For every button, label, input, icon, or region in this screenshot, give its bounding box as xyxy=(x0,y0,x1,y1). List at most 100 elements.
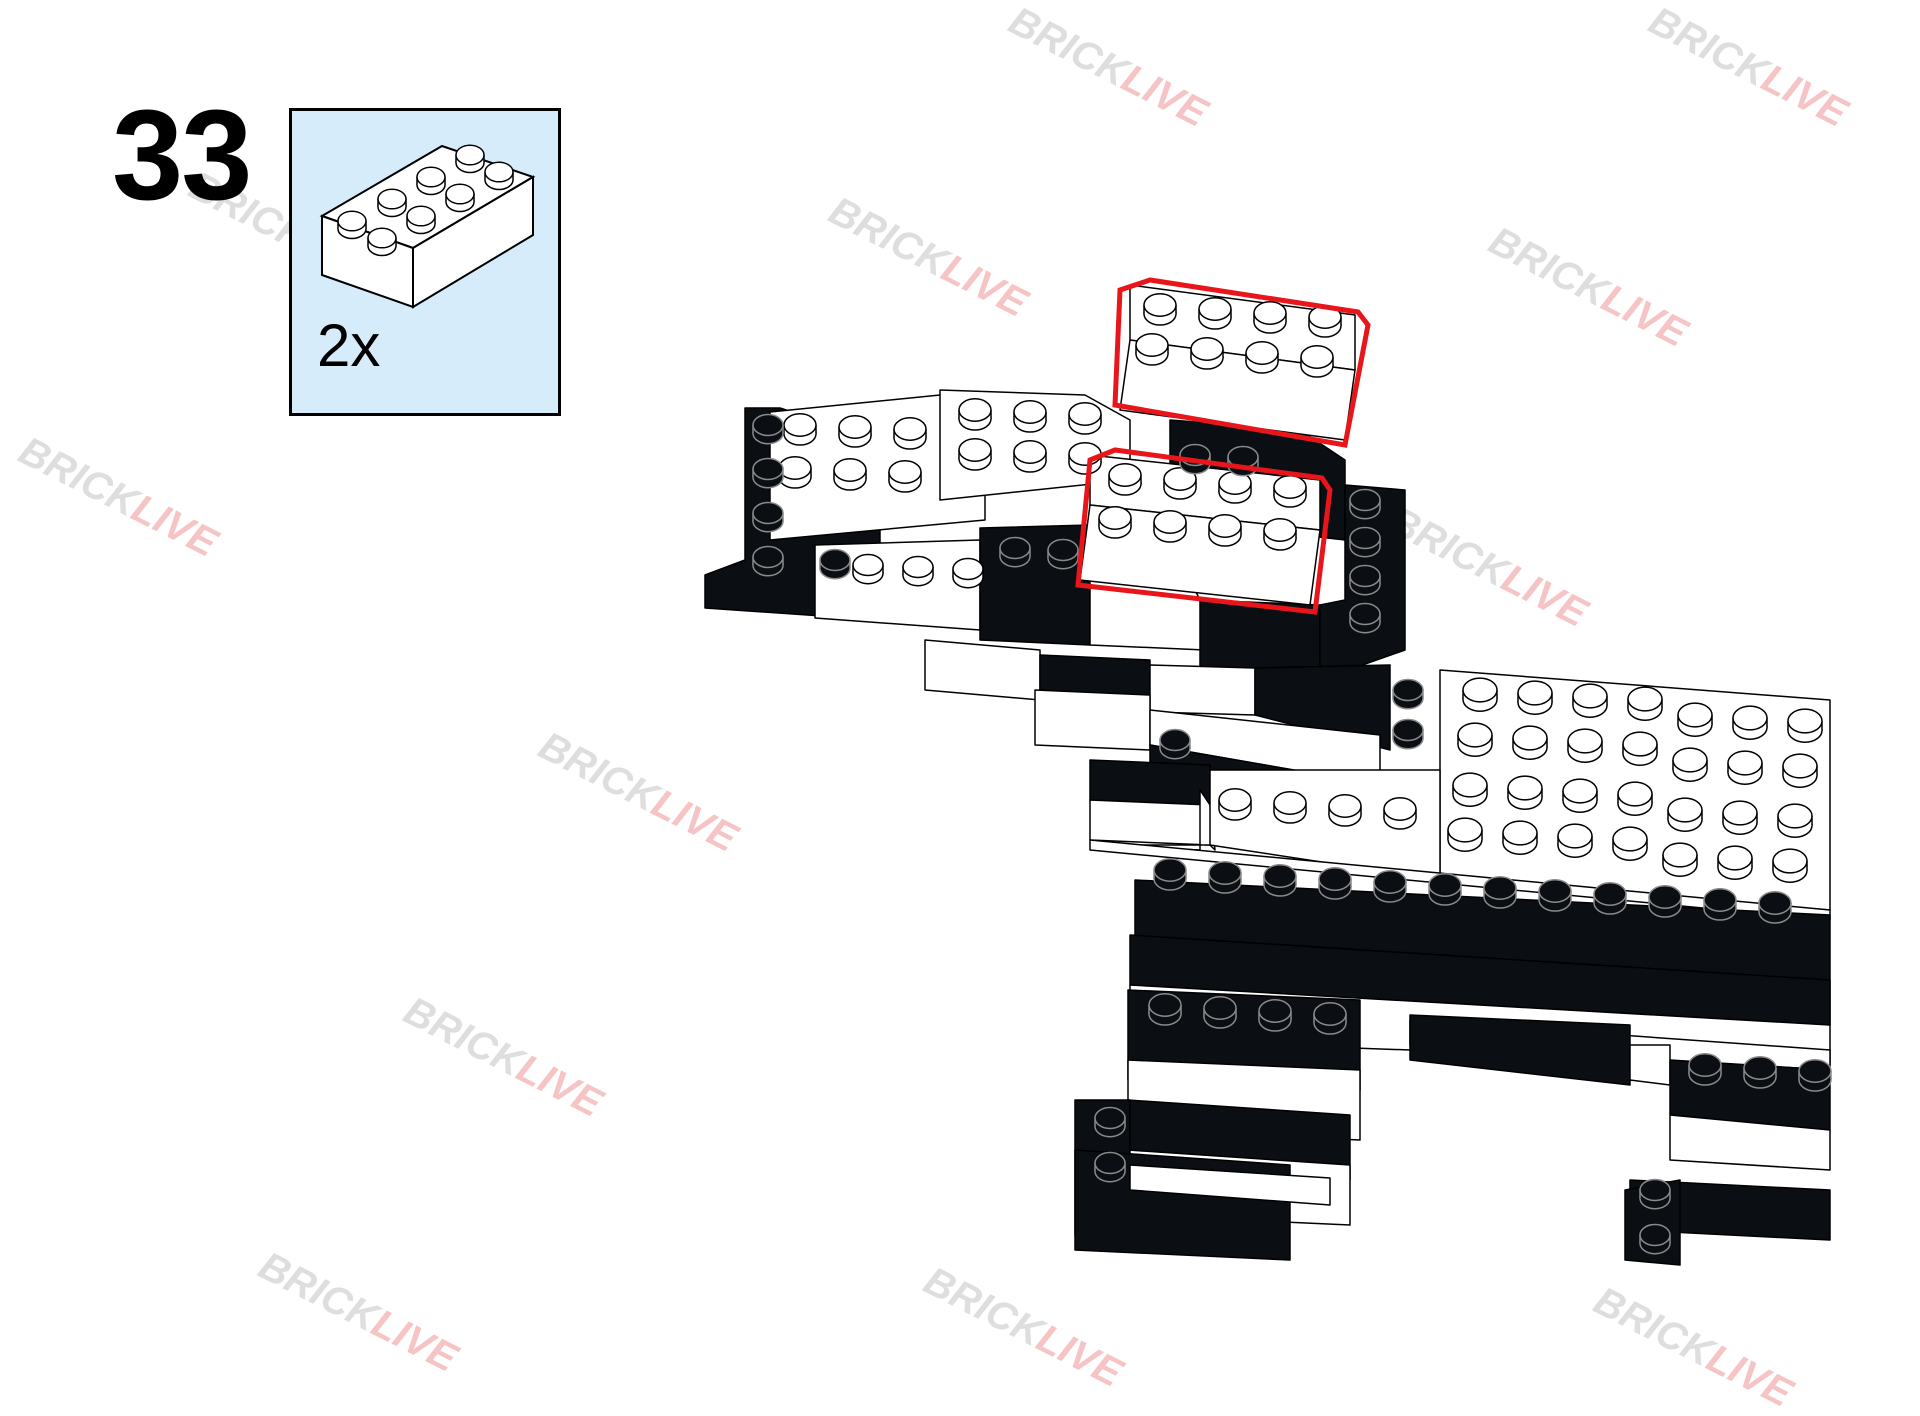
stud xyxy=(1639,1223,1671,1255)
icon-stud xyxy=(445,183,475,213)
stud xyxy=(1688,1053,1722,1086)
stud xyxy=(1273,791,1307,824)
brick-white-small xyxy=(1629,1044,1671,1086)
stud xyxy=(1218,788,1252,821)
stud xyxy=(893,417,927,450)
stud xyxy=(1263,864,1297,897)
stud xyxy=(1308,305,1342,338)
stud xyxy=(1013,400,1047,433)
icon-stud xyxy=(484,161,514,191)
stud xyxy=(833,458,867,491)
stud xyxy=(1758,891,1792,924)
stud xyxy=(1428,873,1462,906)
stud xyxy=(1787,708,1823,743)
stud xyxy=(1452,772,1488,807)
stud xyxy=(1108,463,1142,496)
stud xyxy=(1517,680,1553,715)
brick-white-chin-2 xyxy=(1149,664,1256,716)
stud xyxy=(1798,1059,1832,1092)
stud xyxy=(1743,1056,1777,1089)
stud xyxy=(1772,848,1808,883)
stud xyxy=(1677,702,1713,737)
stud xyxy=(1198,297,1232,330)
parts-callout: 2x xyxy=(289,108,561,416)
stud xyxy=(1483,876,1517,909)
stud xyxy=(1153,510,1187,543)
icon-stud xyxy=(455,144,485,174)
stud xyxy=(1662,842,1698,877)
stud xyxy=(1163,467,1197,500)
brick-2x4-icon xyxy=(319,144,536,309)
stud xyxy=(1159,728,1191,760)
stud xyxy=(1507,775,1543,810)
stud xyxy=(1349,526,1381,558)
stud xyxy=(1313,1002,1347,1035)
icon-stud xyxy=(337,210,367,240)
highlight-outline xyxy=(1112,277,1371,448)
stud xyxy=(1245,341,1279,374)
stud xyxy=(1612,826,1648,861)
stud xyxy=(1373,870,1407,903)
stud xyxy=(752,413,784,445)
stud xyxy=(1013,440,1047,473)
stud xyxy=(1153,858,1187,891)
brick-black-neck-low xyxy=(1089,759,1211,806)
brick-white-foot-top xyxy=(1129,1164,1331,1206)
stud xyxy=(1273,475,1307,508)
stud xyxy=(1512,725,1548,760)
stud xyxy=(1567,728,1603,763)
stud xyxy=(1349,564,1381,596)
stud xyxy=(1383,797,1417,830)
stud xyxy=(783,413,817,446)
stud xyxy=(1538,879,1572,912)
stud xyxy=(1572,683,1608,718)
stud xyxy=(1593,882,1627,915)
stud xyxy=(1349,488,1381,520)
stud xyxy=(952,557,984,589)
stud xyxy=(1732,705,1768,740)
stud xyxy=(1703,888,1737,921)
parts-quantity: 2x xyxy=(317,312,381,379)
stud xyxy=(1148,993,1182,1026)
stud xyxy=(778,456,812,489)
stud xyxy=(1218,471,1252,504)
stud xyxy=(1617,781,1653,816)
stud xyxy=(1328,794,1362,827)
stud xyxy=(1094,1151,1126,1183)
stud xyxy=(1462,677,1498,712)
stud xyxy=(1557,823,1593,858)
stud xyxy=(1203,996,1237,1029)
stud xyxy=(1258,999,1292,1032)
stud xyxy=(1502,820,1538,855)
stud xyxy=(1627,686,1663,721)
stud xyxy=(819,548,851,580)
stud xyxy=(902,555,934,587)
stud xyxy=(1318,867,1352,900)
stud xyxy=(1047,538,1079,570)
icon-stud xyxy=(367,227,397,257)
step-number: 33 xyxy=(112,84,252,227)
stud xyxy=(1253,301,1287,334)
stud xyxy=(1648,885,1682,918)
stud xyxy=(1300,345,1334,378)
stud xyxy=(1672,747,1708,782)
stud xyxy=(1667,797,1703,832)
stud xyxy=(1392,718,1424,750)
stud xyxy=(1722,800,1758,835)
stud xyxy=(1447,817,1483,852)
stud xyxy=(1782,753,1818,788)
brick-black-belly-low xyxy=(1409,1014,1631,1086)
brick-white-neck-low xyxy=(1089,799,1211,846)
stud xyxy=(1392,678,1424,710)
stud xyxy=(1227,445,1259,477)
stud xyxy=(1727,750,1763,785)
stud xyxy=(752,457,784,489)
stud xyxy=(958,398,992,431)
stud xyxy=(1143,293,1177,326)
icon-stud xyxy=(416,166,446,196)
stud xyxy=(999,536,1031,568)
brick-white-throat xyxy=(1034,689,1151,751)
brick-white-chin-1 xyxy=(924,639,1041,701)
stud xyxy=(1562,778,1598,813)
build-model xyxy=(704,277,1832,1266)
